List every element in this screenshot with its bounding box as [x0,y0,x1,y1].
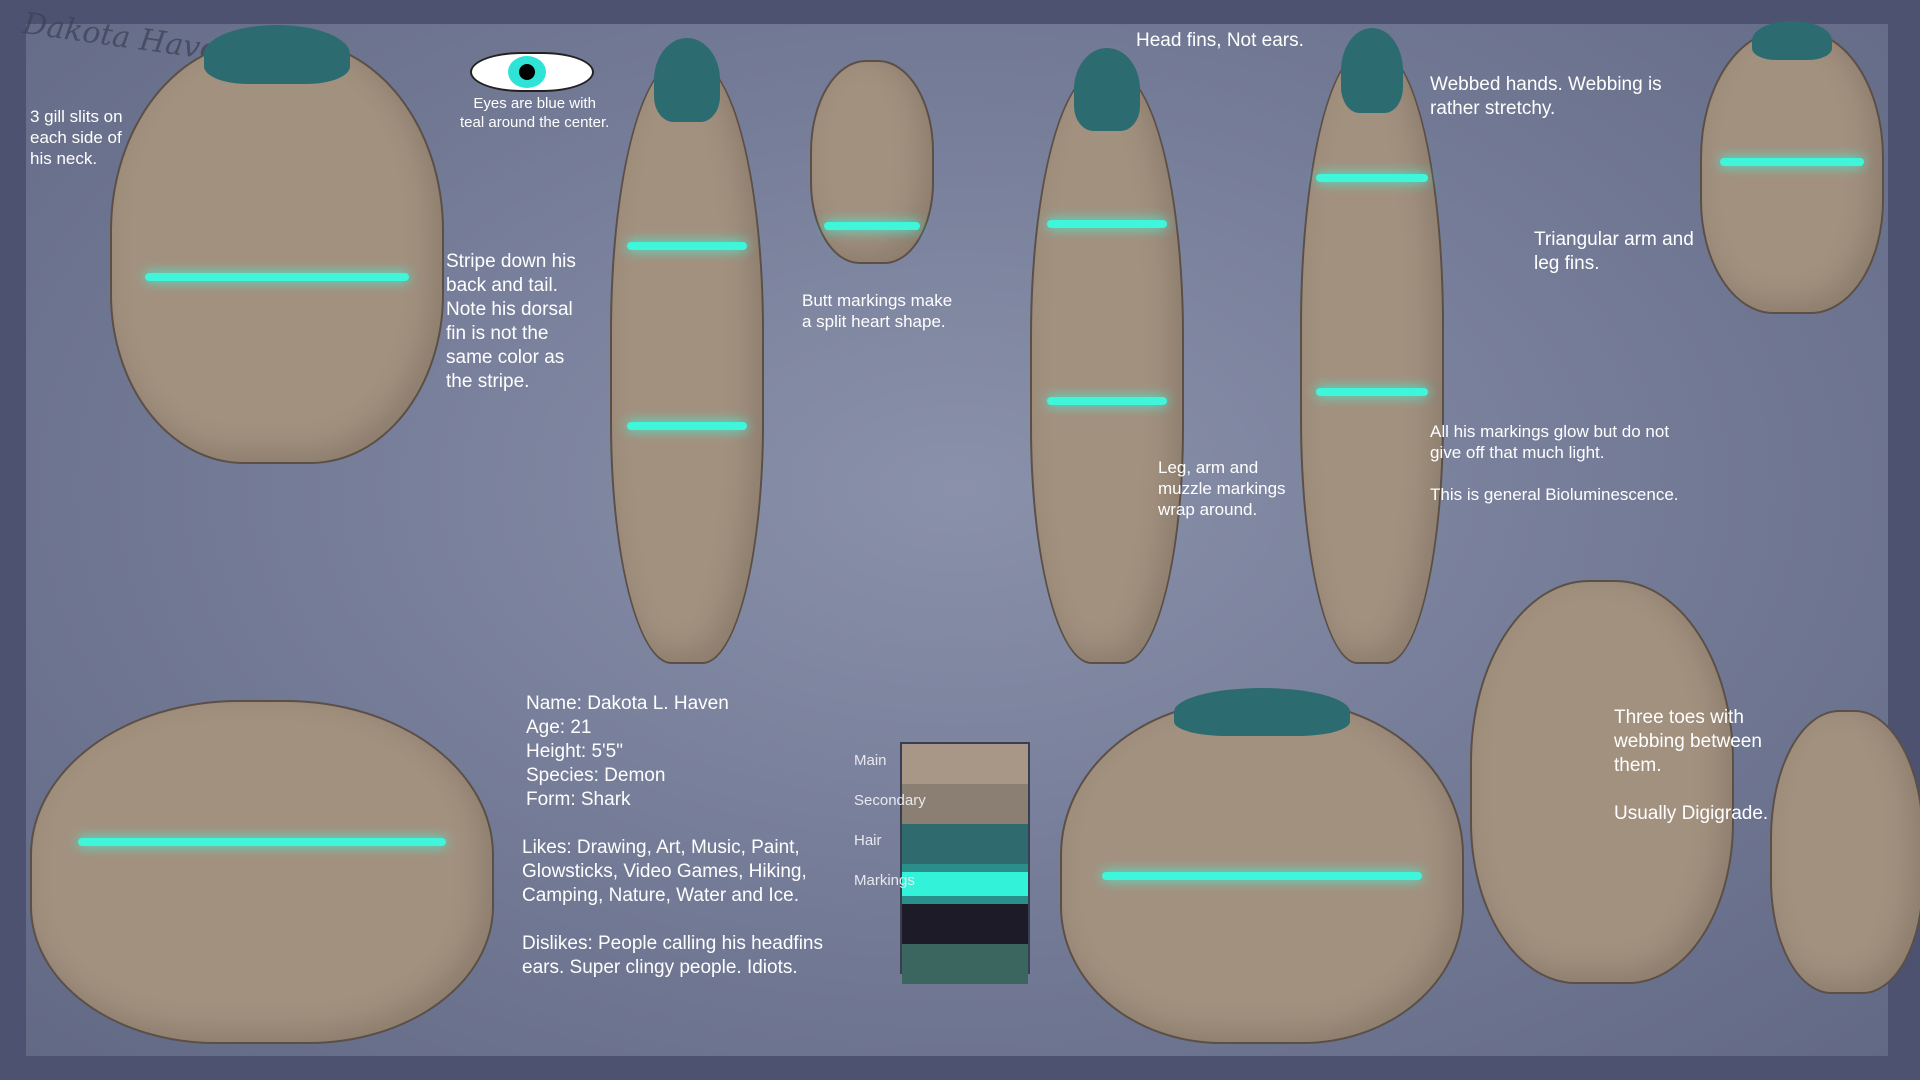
character-dislikes: Dislikes: People calling his headfins ea… [522,933,823,978]
palette-swatch [902,744,1028,784]
note-glow: All his markings glow but do not give of… [1430,422,1679,504]
figure-back-view [610,38,764,664]
note-arm-fins: Triangular arm and leg fins. [1534,229,1694,274]
color-palette [900,742,1030,984]
figure-side-view [1300,27,1444,664]
palette-label: Markings [854,872,915,889]
eye-illustration [470,52,594,92]
note-wrap: Leg, arm and muzzle markings wrap around… [1158,458,1286,519]
palette-swatch [902,944,1028,984]
note-eyes: Eyes are blue with teal around the cente… [460,95,610,131]
figure-foot-side [1470,580,1734,984]
figure-arm-fin [1700,20,1884,314]
note-toes: Three toes with webbing between them. Us… [1614,707,1769,824]
figure-tail-detail [810,60,934,264]
palette-label: Hair [854,832,882,849]
figure-bust-side [110,25,444,464]
palette-label: Secondary [854,792,926,809]
figure-foot-front [1770,710,1920,994]
note-gills: 3 gill slits on each side of his neck. [30,107,123,168]
note-headfins: Head fins, Not ears. [1136,30,1304,51]
palette-label: Main [854,752,887,769]
note-butt: Butt markings make a split heart shape. [802,291,953,331]
palette-swatch [902,904,1028,944]
note-stripe: Stripe down his back and tail. Note his … [446,251,576,392]
character-basics: Name: Dakota L. Haven Age: 21 Height: 5'… [526,693,729,810]
figure-lower-left [30,700,494,1044]
palette-swatch [902,864,1028,904]
palette-swatch [902,824,1028,864]
palette-swatch [902,784,1028,824]
note-webbed: Webbed hands. Webbing is rather stretchy… [1430,74,1662,119]
character-likes: Likes: Drawing, Art, Music, Paint, Glows… [522,837,807,906]
figure-front-view [1030,48,1184,664]
figure-lower-center [1060,688,1464,1044]
